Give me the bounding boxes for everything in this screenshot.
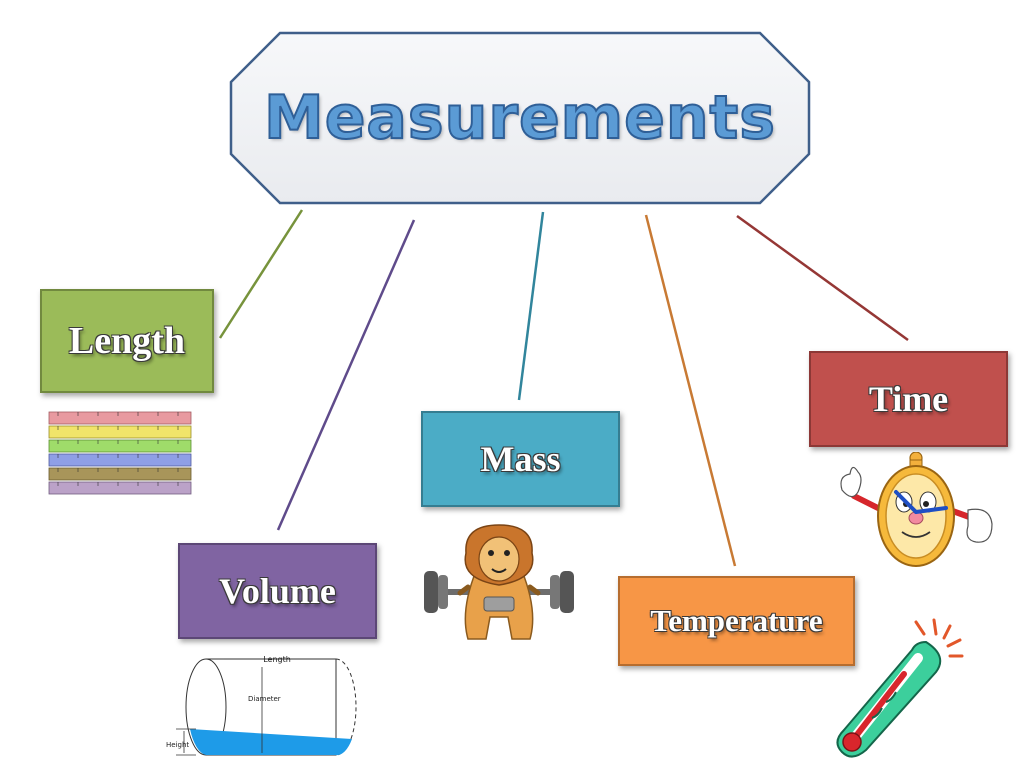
weightlifting-lion-icon <box>424 524 574 640</box>
length-label: Length <box>68 320 186 362</box>
connector-mass <box>517 211 545 401</box>
title-node: Measurements <box>228 30 812 206</box>
connector-length <box>218 209 304 339</box>
length-box: Length <box>40 289 214 393</box>
temperature-label: Temperature <box>650 603 823 638</box>
octagon-shape <box>229 31 811 205</box>
cylinder-length-label: Length <box>263 655 291 664</box>
connector-volume <box>276 219 416 531</box>
cartoon-clock-icon <box>840 452 993 567</box>
thermometer-icon <box>836 618 964 758</box>
time-box: Time <box>809 351 1008 447</box>
diagram-title: Measurements <box>263 82 776 154</box>
mass-label: Mass <box>480 439 561 479</box>
volume-label: Volume <box>219 571 336 611</box>
mass-box: Mass <box>421 411 620 507</box>
connector-time <box>736 214 909 342</box>
volume-box: Volume <box>178 543 377 639</box>
cylinder-height-label: Height <box>166 741 189 749</box>
time-label: Time <box>868 379 949 419</box>
ruler-icon <box>48 411 192 495</box>
temperature-box: Temperature <box>618 576 855 666</box>
connector-temperature <box>644 214 737 567</box>
cylinder-diagram-icon: Length Diameter Height <box>166 655 357 756</box>
cylinder-diameter-label: Diameter <box>248 695 281 703</box>
